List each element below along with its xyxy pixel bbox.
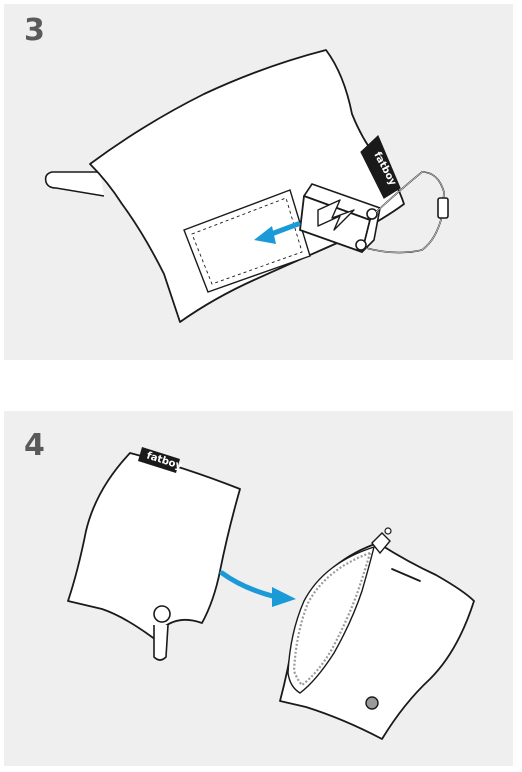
pillow-body [89,49,405,323]
lightning-icon [317,199,355,231]
pocket-stitching [191,197,303,285]
battery-pack [299,183,381,253]
pillow-strap-hanging [153,624,169,661]
strap-slot [391,568,421,582]
pillow-strap [44,171,105,197]
zipper-pull [371,532,391,555]
step-3-illustration: fatboy [44,49,449,323]
zipper-opening [287,545,375,694]
pillow-pocket [183,189,311,293]
arrow-right-icon [219,570,279,600]
step-4-illustration: fatboy [67,447,475,740]
cable-connector [437,197,449,219]
strap-loop [153,605,171,623]
step-4-number: 4 [24,428,45,463]
zipper-teeth [292,551,372,687]
step-3-panel: 3 fatboy [4,4,513,360]
step-3-number: 3 [24,13,45,48]
pillow-closed [67,452,241,644]
step-4-panel: 4 fatboy [4,411,513,766]
grey-button [365,696,379,710]
